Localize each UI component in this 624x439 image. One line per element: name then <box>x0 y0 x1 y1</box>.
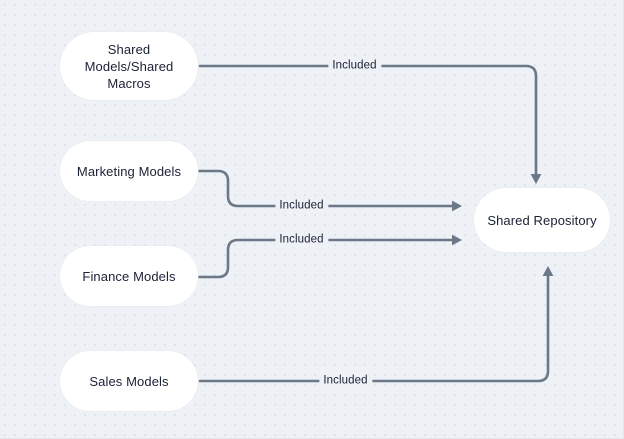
edge-label: Included <box>319 373 373 389</box>
node-label: Shared Models/Shared Macros <box>84 41 174 91</box>
edge-label: Included <box>275 198 329 214</box>
edge-arrowhead <box>452 200 462 212</box>
edge-label: Included <box>328 58 382 74</box>
node-finance-models[interactable]: Finance Models <box>60 246 198 306</box>
node-marketing-models[interactable]: Marketing Models <box>60 141 198 201</box>
edge-arrowhead <box>542 266 554 276</box>
edge-arrowhead <box>452 234 462 246</box>
node-label: Sales Models <box>89 373 169 389</box>
edge-line <box>198 274 550 383</box>
node-label: Marketing Models <box>76 163 182 179</box>
edge-arrowhead <box>530 174 542 184</box>
edge-label: Included <box>275 232 329 248</box>
node-shared-models-shared-macros[interactable]: Shared Models/Shared Macros <box>60 32 198 100</box>
node-shared-repository[interactable]: Shared Repository <box>474 188 610 252</box>
edge-line <box>198 64 538 176</box>
node-label: Finance Models <box>82 268 176 284</box>
node-sales-models[interactable]: Sales Models <box>60 351 198 411</box>
node-label: Shared Repository <box>487 212 597 228</box>
